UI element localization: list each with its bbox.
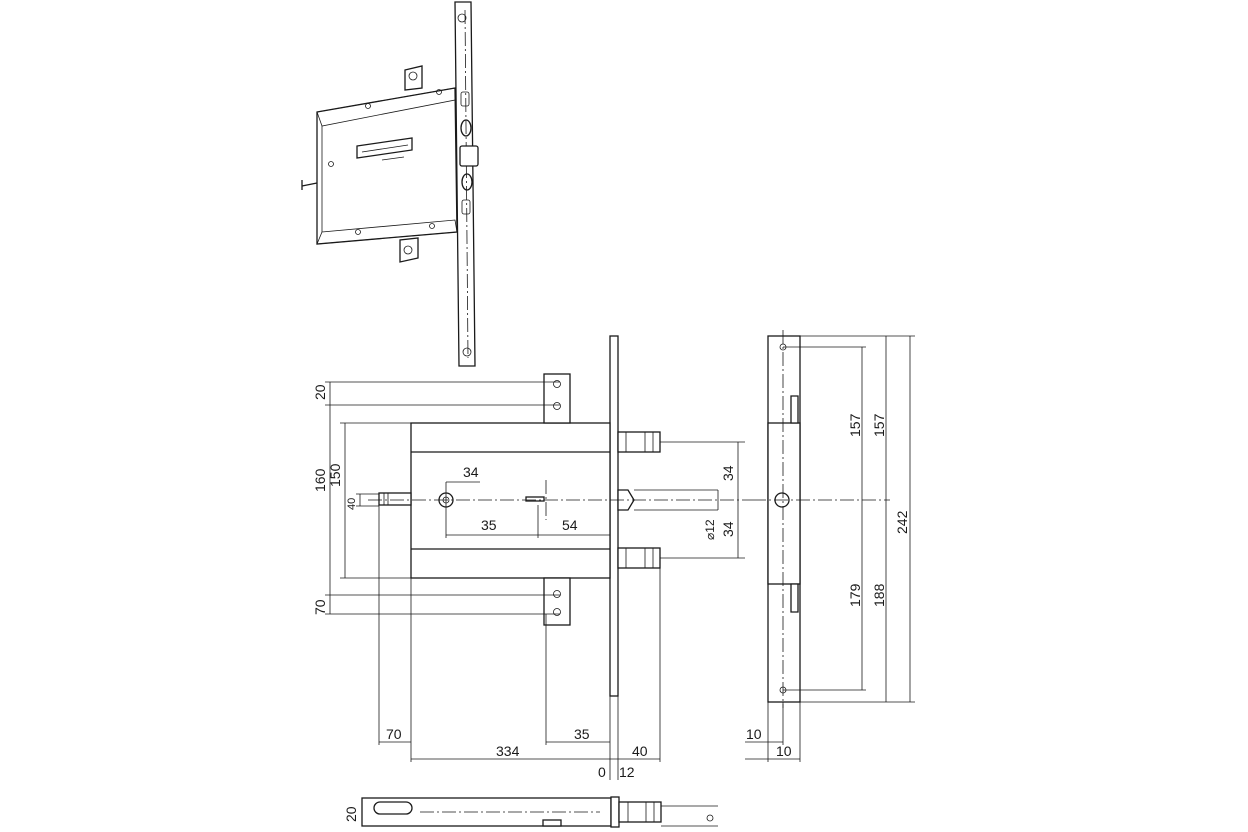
dim-34-right-bottom: 34 [720, 521, 736, 537]
front-faceplate [609, 335, 619, 697]
dim-188: 188 [871, 583, 887, 607]
dim-160: 160 [312, 468, 328, 492]
dim-157-a: 157 [847, 413, 863, 437]
dim-10-b: 10 [776, 743, 792, 759]
latch [617, 489, 635, 511]
faceplate-side-view: 157 157 242 179 188 10 10 [745, 330, 915, 762]
dim-35: 35 [481, 517, 497, 533]
iso-faceplate [454, 1, 476, 367]
dim-35-bottom: 35 [574, 726, 590, 742]
dim-40-bottom: 40 [632, 743, 648, 759]
front-elevation-view: 20 160 150 40 70 34 35 54 34 34 ⌀12 70 3… [312, 335, 752, 780]
dim-34-top: 34 [463, 464, 479, 480]
front-bottom-tab [543, 577, 571, 626]
dim-157-b: 157 [871, 413, 887, 437]
front-top-tab [543, 373, 571, 424]
dim-179: 179 [847, 583, 863, 607]
bottom-plan-view: 20 [343, 796, 718, 828]
dim-150: 150 [327, 463, 343, 487]
dim-20: 20 [312, 384, 328, 400]
dim-0: 0 [598, 764, 606, 780]
dim-54: 54 [562, 517, 578, 533]
iso-latch [459, 145, 479, 167]
isometric-lock-view [301, 1, 479, 367]
dim-diameter-12: ⌀12 [703, 519, 717, 540]
front-case [410, 422, 611, 579]
dim-34-right-top: 34 [720, 465, 736, 481]
top-bolt [617, 431, 661, 453]
dim-242: 242 [894, 510, 910, 534]
bottom-bolt [617, 547, 661, 569]
dim-40: 40 [346, 498, 358, 510]
dim-12-bottom: 12 [619, 764, 635, 780]
dim-10-a: 10 [746, 726, 762, 742]
dim-20-bottom-view: 20 [343, 806, 359, 822]
bottom-view-bolt [618, 801, 662, 823]
dim-70-bottom: 70 [386, 726, 402, 742]
side-case-outline [767, 422, 801, 585]
dim-334: 334 [496, 743, 520, 759]
iso-case [316, 87, 458, 245]
dim-70-left: 70 [312, 599, 328, 615]
